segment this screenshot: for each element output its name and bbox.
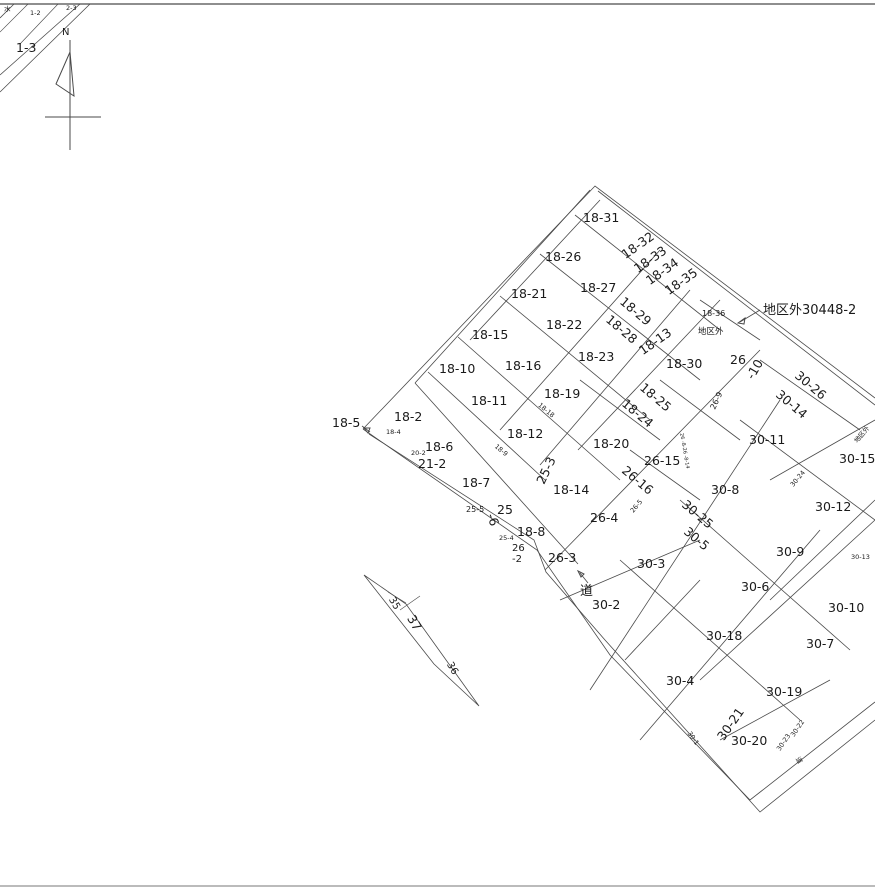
parcel-label: 21-2 <box>418 456 446 471</box>
north-label: N <box>62 27 69 38</box>
parcel-label: 18-27 <box>580 280 616 295</box>
parcel-label: 30-14 <box>773 387 811 422</box>
parcel-label: 18-20 <box>593 436 629 451</box>
parcel-label: 26-15 <box>644 453 680 468</box>
parcel-label: 18-6 <box>425 439 453 454</box>
parcel-label: 18-30 <box>666 356 702 371</box>
parcel-label: 30-26 <box>792 368 830 403</box>
parcel-small-label: 道 <box>794 755 805 766</box>
parcel-label: -2 <box>512 554 522 565</box>
north-arrow: N <box>45 27 101 150</box>
parcel-label: 18-15 <box>472 327 508 342</box>
parcel-label: 26-4 <box>590 510 618 525</box>
parcel-label: 26 <box>730 352 746 367</box>
corner-parcels: 水 1-2 2-3 1-3 <box>0 3 91 93</box>
parcel-label: 30-3 <box>637 556 665 571</box>
parcel-label: 18-11 <box>471 393 507 408</box>
parcel-label: 30-4 <box>666 673 694 688</box>
parcel-label: 36 <box>444 660 460 677</box>
parcel-label: 18-10 <box>439 361 475 376</box>
parcel-label: 18-8 <box>517 524 545 539</box>
detached-parcel <box>363 574 480 707</box>
outside-area-label: 地区外 <box>698 326 724 337</box>
corner-label-water: 水 <box>4 4 11 13</box>
parcel-label: 26 <box>512 543 525 554</box>
parcel-label: 30-12 <box>815 499 851 514</box>
parcel-label: 18-22 <box>546 317 582 332</box>
parcel-small-label: 20-2 <box>411 449 426 457</box>
parcel-small-label: 26-9 <box>709 391 725 411</box>
parcel-small-label: 25-5 <box>466 505 484 514</box>
parcel-small-label: 25-4 <box>499 534 514 542</box>
parcel-label: 18-31 <box>583 210 619 225</box>
parcel-label: 30-7 <box>806 636 834 651</box>
parcel-label: 35 <box>386 595 402 612</box>
parcel-label: -6 <box>484 511 502 528</box>
outside-parcel-label: 地区外30448-2 <box>763 303 856 318</box>
parcel-small-label: 18-18 <box>536 401 556 419</box>
parcel-label: 26-3 <box>548 550 576 565</box>
parcel-label: 18-7 <box>462 475 490 490</box>
parcel-label: -10 <box>743 357 766 382</box>
corner-label-1-3: 1-3 <box>16 40 36 55</box>
parcel-small-label: 30-13 <box>851 553 870 561</box>
corner-label-1-2: 1-2 <box>30 9 41 17</box>
parcel-label: 30-10 <box>828 600 864 615</box>
parcel-label: 18-14 <box>553 482 589 497</box>
parcel-label: 18-21 <box>511 286 547 301</box>
parcel-label: 25 <box>497 502 513 517</box>
parcel-small-label: 18-36 <box>702 309 725 318</box>
parcel-label: 30-11 <box>749 432 785 447</box>
parcel-label: 30-2 <box>592 597 620 612</box>
parcel-small-label: 30-22 <box>789 718 806 738</box>
parcel-label: 30-19 <box>766 684 802 699</box>
parcel-label: 18-5 <box>332 415 360 430</box>
road-label: 道 <box>580 584 593 599</box>
parcel-label: 18-12 <box>507 426 543 441</box>
parcel-label: 18-19 <box>544 386 580 401</box>
parcel-label: 30-9 <box>776 544 804 559</box>
parcel-label: 30-25 <box>679 497 716 532</box>
parcel-label: 18-23 <box>578 349 614 364</box>
parcel-label: 30-8 <box>711 482 739 497</box>
parcel-label: 18-26 <box>545 249 581 264</box>
parcel-label: 37 <box>404 612 425 633</box>
parcel-small-label: 30-24 <box>789 469 807 489</box>
parcel-small-label: 18-4 <box>386 428 401 436</box>
parcel-label: 18-2 <box>394 409 422 424</box>
parcel-label: 30-20 <box>731 733 767 748</box>
parcel-small-label: 26-5 <box>629 498 645 514</box>
parcel-boundaries <box>362 185 875 813</box>
parcel-label: 30-15 <box>839 451 875 466</box>
parcel-label: 18-16 <box>505 358 541 373</box>
parcel-label: 30-6 <box>741 579 769 594</box>
annotations: 道 地区外 地区外30448-2 <box>361 303 856 599</box>
parcel-label: 18-13 <box>636 325 674 358</box>
parcel-label: 30-18 <box>706 628 742 643</box>
corner-label-2-3: 2-3 <box>66 4 77 12</box>
